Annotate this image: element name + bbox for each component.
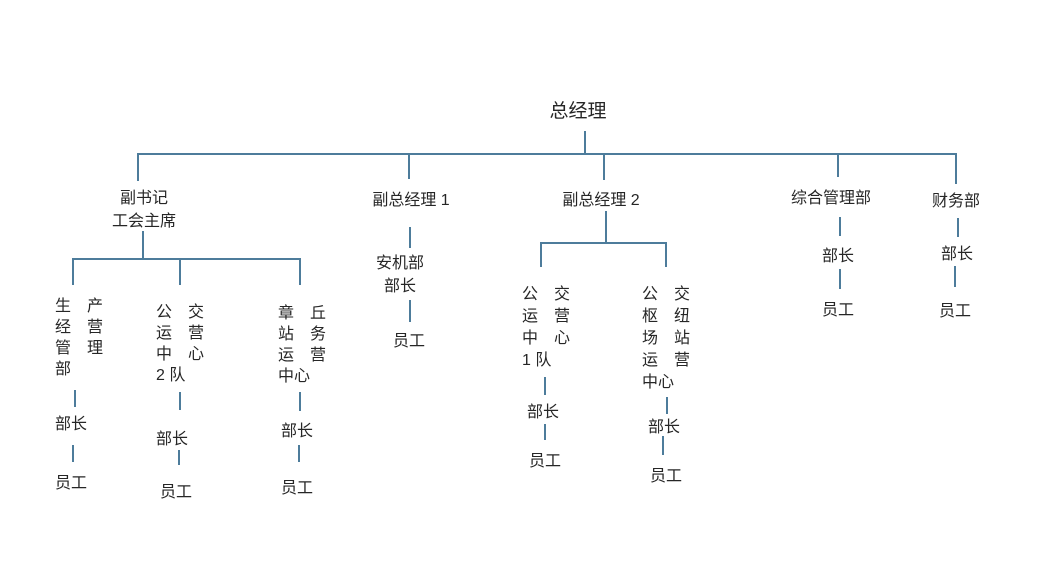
node-deputy-general-manager-2: 副总经理 2	[562, 192, 640, 209]
node-zhangqiu-station-operation-center-manager: 部长	[280, 423, 313, 440]
node-bus-operation-center-team-1-manager: 部长	[526, 404, 559, 421]
node-finance-dept: 财务部	[931, 193, 980, 210]
node-production-management-dept-manager: 部长	[54, 416, 87, 433]
connector-hub-station-center-staff	[662, 436, 664, 455]
connector-root-stub	[584, 131, 586, 153]
node-bus-hub-station-operation-center-staff: 员工	[649, 468, 682, 485]
node-general-manager: 总经理	[549, 101, 607, 122]
connector-zhangqiu-center-staff	[298, 445, 300, 462]
connector-stub-deputy-secretary	[137, 153, 139, 181]
node-safety-machinery-dept: 安机部部长	[375, 255, 424, 295]
node-bus-operation-center-team-1-staff: 员工	[528, 453, 561, 470]
node-general-management-dept: 综合管理部	[790, 190, 871, 207]
node-bus-hub-station-operation-center-manager: 部长	[647, 419, 680, 436]
node-deputy-secretary-union-chairman: 副书记工会主席	[111, 190, 176, 230]
connector-stub-general-management	[837, 153, 839, 177]
connector-bus-ops-team-1-manager	[544, 377, 546, 395]
connector-production-dept-manager	[74, 390, 76, 407]
connector-finance-staff	[954, 266, 956, 287]
connector-deputy-secretary-down	[142, 231, 144, 258]
connector-general-management-manager	[839, 217, 841, 236]
connector-top-rail	[137, 153, 957, 155]
node-general-management-dept-staff: 员工	[821, 302, 854, 319]
node-bus-hub-station-operation-center: 公 交枢 纽场 站运 营中心	[642, 286, 691, 391]
node-zhangqiu-station-operation-center-staff: 员工	[280, 480, 313, 497]
connector-deputy-gm-2-rail	[540, 242, 666, 244]
connector-general-management-staff	[839, 269, 841, 289]
connector-production-dept-staff	[72, 445, 74, 462]
node-safety-machinery-dept-staff: 员工	[392, 333, 425, 350]
connector-stub-hub-station-center	[665, 242, 667, 267]
node-deputy-general-manager-1: 副总经理 1	[372, 192, 450, 209]
connector-stub-deputy-gm-2	[603, 153, 605, 180]
node-bus-operation-center-team-2-manager: 部长	[155, 431, 188, 448]
node-bus-operation-center-team-2-staff: 员工	[159, 484, 192, 501]
node-finance-dept-staff: 员工	[938, 303, 971, 320]
connector-stub-deputy-gm-1	[408, 153, 410, 179]
connector-bus-ops-team-2-manager	[179, 392, 181, 410]
connector-deputy-gm-2-down	[605, 211, 607, 242]
connector-zhangqiu-center-manager	[299, 392, 301, 411]
node-production-management-dept-staff: 员工	[54, 475, 87, 492]
connector-deputy-secretary-rail	[72, 258, 301, 260]
node-general-management-dept-manager: 部长	[821, 248, 854, 265]
connector-stub-finance	[955, 153, 957, 184]
connector-bus-ops-team-1-staff	[544, 424, 546, 440]
connector-stub-zhangqiu-center	[299, 258, 301, 285]
node-production-management-dept: 生 产经 营管 理部	[55, 298, 104, 378]
connector-stub-bus-ops-team-1	[540, 242, 542, 267]
connector-finance-manager	[957, 218, 959, 237]
connector-deputy-gm-1-down	[409, 227, 411, 248]
connector-hub-station-center-manager	[666, 397, 668, 414]
connector-bus-ops-team-2-staff	[178, 450, 180, 465]
connector-safety-machinery-staff	[409, 300, 411, 322]
node-finance-dept-manager: 部长	[940, 246, 973, 263]
connector-stub-bus-ops-team-2	[179, 258, 181, 285]
node-zhangqiu-station-operation-center: 章 丘站 务运 营中心	[278, 305, 327, 385]
connector-stub-production-dept	[72, 258, 74, 285]
